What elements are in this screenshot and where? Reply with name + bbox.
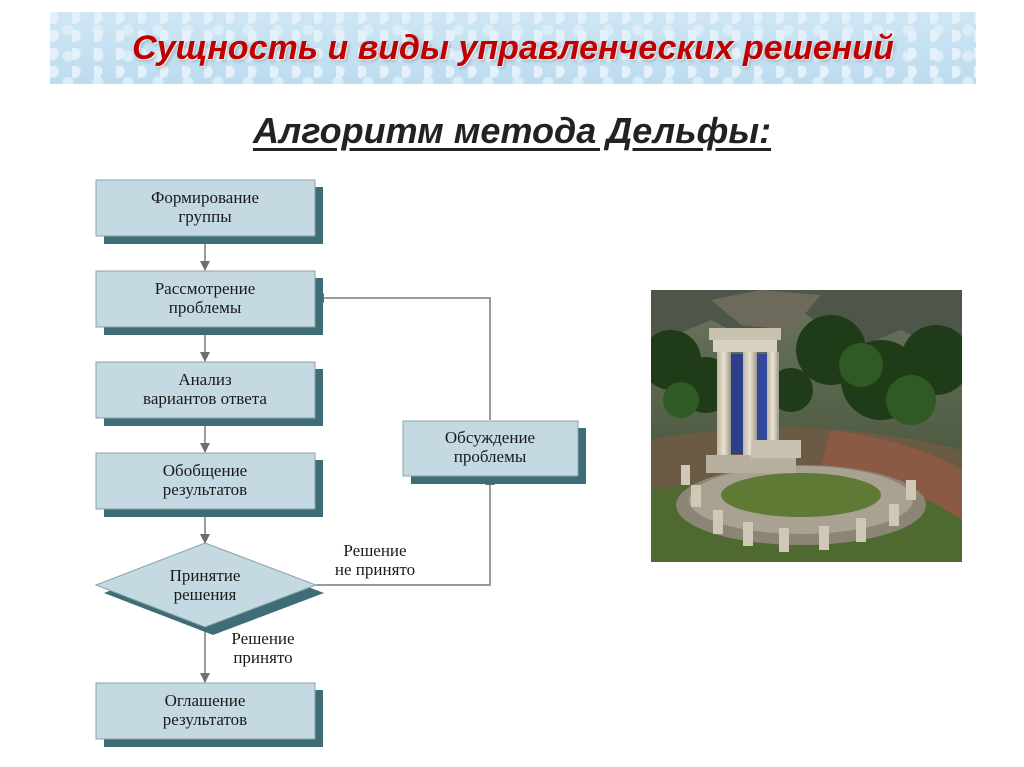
step-3-line2: вариантов ответа xyxy=(143,389,267,408)
connector-loop-review xyxy=(314,293,491,420)
step-problem-review: Рассмотрение проблемы xyxy=(95,270,323,335)
decision-line2: решения xyxy=(174,585,237,604)
final-line1: Оглашение xyxy=(165,691,246,710)
yes-label-line1: Решение xyxy=(231,629,294,648)
step-4-line2: результатов xyxy=(163,480,247,499)
step-results-summary: Обобщение результатов xyxy=(95,452,323,517)
final-line2: результатов xyxy=(163,710,247,729)
step-form-group: Формирование группы xyxy=(95,179,323,244)
step-1-line1: Формирование xyxy=(151,188,259,207)
step-1-line2: группы xyxy=(178,207,232,226)
loop-line2: проблемы xyxy=(454,447,527,466)
step-results-announcement: Оглашение результатов xyxy=(95,682,323,747)
step-2-line2: проблемы xyxy=(169,298,242,317)
delphi-tholos-photo xyxy=(651,290,962,562)
no-label-line2: не принято xyxy=(335,560,415,579)
step-problem-discussion: Обсуждение проблемы xyxy=(402,420,586,484)
decision-line1: Принятие xyxy=(170,566,241,585)
step-4-line1: Обобщение xyxy=(163,461,247,480)
step-2-line1: Рассмотрение xyxy=(155,279,256,298)
slide-subtitle: Алгоритм метода Дельфы: xyxy=(252,110,772,151)
step-answer-analysis: Анализ вариантов ответа xyxy=(95,361,323,426)
connector-decision-loop xyxy=(316,475,495,586)
loop-line1: Обсуждение xyxy=(445,428,535,447)
no-label-line1: Решение xyxy=(343,541,406,560)
slide-title: Сущность и виды управленческих решений xyxy=(132,28,894,67)
yes-label-line2: принято xyxy=(233,648,292,667)
step-3-line1: Анализ xyxy=(178,370,232,389)
title-banner: Сущность и виды управленческих решений xyxy=(50,12,976,84)
decision-diamond: Принятие решения xyxy=(94,542,324,635)
